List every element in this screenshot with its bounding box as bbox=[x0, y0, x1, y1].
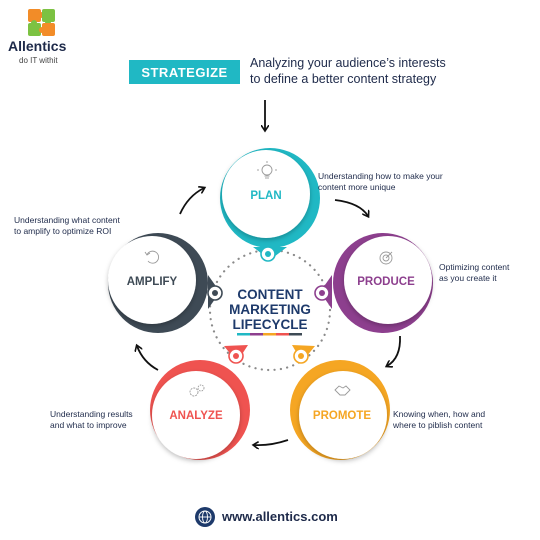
center-title-line-3: LIFECYCLE bbox=[232, 317, 308, 332]
stage-desc-produce-line-2: as you create it bbox=[439, 273, 497, 283]
handshake-icon bbox=[334, 385, 351, 396]
center-title-line-2: MARKETING bbox=[229, 302, 311, 317]
arrow-plan-to-produce bbox=[334, 199, 368, 216]
stage-desc-analyze: Understanding results and what to improv… bbox=[50, 409, 133, 431]
refresh-icon bbox=[144, 250, 159, 264]
arrow-produce-to-promote bbox=[387, 335, 401, 366]
stage-promote bbox=[290, 345, 390, 460]
center-title-line-1: CONTENT bbox=[237, 287, 303, 302]
center-strip-teal bbox=[237, 333, 250, 336]
strategize-description: Analyzing your audience’s interests to d… bbox=[250, 55, 530, 87]
globe-icon bbox=[195, 507, 215, 527]
stage-desc-analyze-line-2: and what to improve bbox=[50, 420, 127, 430]
stage-label-plan: PLAN bbox=[250, 190, 282, 202]
stage-desc-plan-line-1: Understanding how to make your bbox=[318, 171, 443, 181]
stage-desc-plan-line-2: content more unique bbox=[318, 182, 396, 192]
stage-desc-plan: Understanding how to make your content m… bbox=[318, 171, 443, 193]
stage-desc-promote-line-2: where to piblish content bbox=[393, 420, 483, 430]
lightbulb-icon bbox=[257, 161, 277, 179]
center-strip-orange bbox=[263, 333, 276, 336]
target-icon bbox=[379, 251, 393, 265]
arrow-amplify-to-plan bbox=[179, 188, 204, 215]
arrow-promote-to-analyze bbox=[254, 439, 289, 445]
stage-desc-amplify: Understanding what content to amplify to… bbox=[14, 215, 120, 237]
stage-plan bbox=[220, 148, 320, 262]
center-strip-red bbox=[276, 333, 289, 336]
stage-label-produce: PRODUCE bbox=[357, 276, 415, 288]
stage-produce bbox=[314, 233, 433, 333]
stage-amplify bbox=[108, 233, 223, 333]
center-strip-purple bbox=[250, 333, 263, 336]
stage-analyze bbox=[150, 345, 250, 460]
brand-name: Allentics bbox=[8, 38, 67, 54]
strategize-badge: STRATEGIZE bbox=[129, 60, 240, 84]
stage-label-promote: PROMOTE bbox=[312, 410, 372, 422]
stage-desc-amplify-line-2: to amplify to optimize ROI bbox=[14, 226, 112, 236]
center-strip-gray bbox=[289, 333, 302, 336]
brand-tagline: do IT withit bbox=[19, 56, 58, 65]
stage-desc-produce: Optimizing content as you create it bbox=[439, 262, 509, 284]
footer-url-link[interactable]: www.allentics.com bbox=[222, 509, 338, 524]
stage-label-amplify: AMPLIFY bbox=[126, 276, 178, 288]
stage-desc-promote: Knowing when, how and where to piblish c… bbox=[393, 409, 485, 431]
arrow-analyze-to-amplify bbox=[137, 346, 159, 371]
logo-puzzle-icon bbox=[28, 9, 55, 36]
strategize-line-2: to define a better content strategy bbox=[250, 72, 437, 86]
stage-label-analyze: ANALYZE bbox=[169, 410, 223, 422]
strategize-line-1: Analyzing your audience’s interests bbox=[250, 56, 446, 70]
stage-desc-amplify-line-1: Understanding what content bbox=[14, 215, 120, 225]
gears-icon bbox=[189, 384, 205, 397]
stage-desc-analyze-line-1: Understanding results bbox=[50, 409, 133, 419]
stage-desc-produce-line-1: Optimizing content bbox=[439, 262, 510, 272]
stage-desc-promote-line-1: Knowing when, how and bbox=[393, 409, 486, 419]
center-title: CONTENT MARKETING LIFECYCLE bbox=[212, 287, 328, 332]
